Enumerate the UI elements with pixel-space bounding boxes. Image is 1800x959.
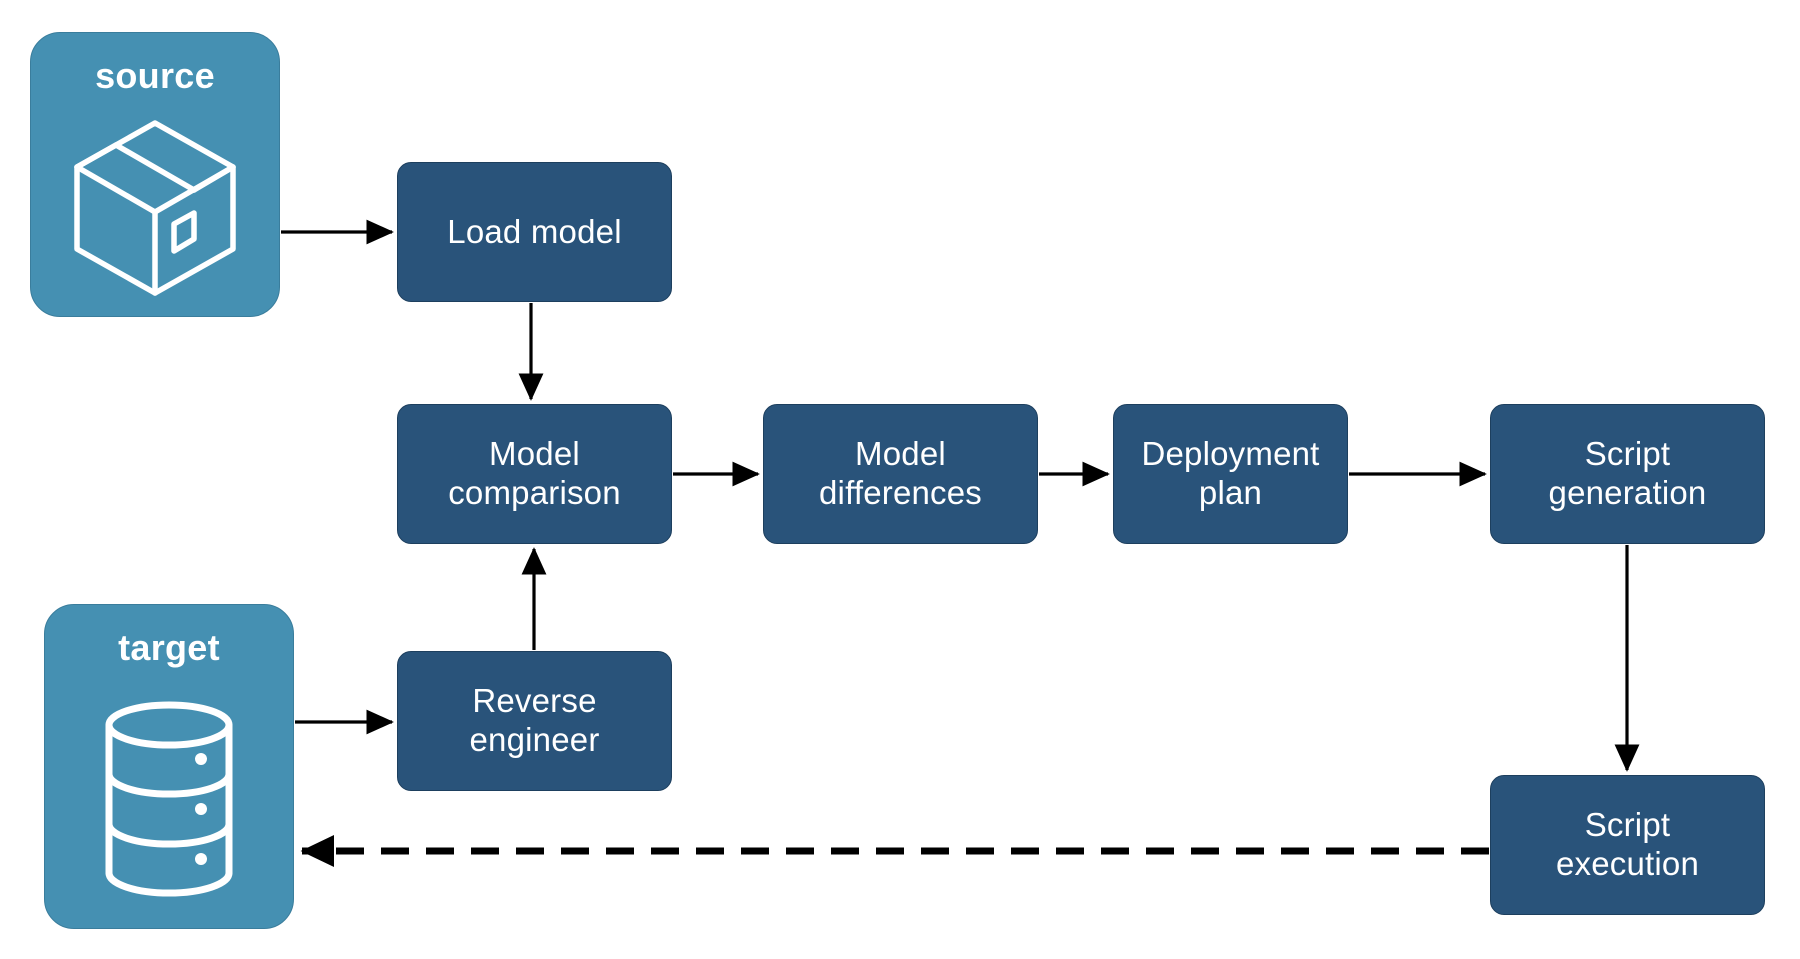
node-load-model-label: Load model: [447, 212, 622, 250]
node-source[interactable]: source: [30, 32, 280, 317]
database-cylinder-icon: [45, 669, 293, 928]
node-script-generation-label: Script generation: [1548, 435, 1707, 511]
node-model-differences[interactable]: Model differences: [763, 404, 1038, 544]
target-label: target: [118, 627, 220, 668]
node-deployment-plan-label: Deployment plan: [1141, 435, 1320, 511]
node-reverse-engineer-label: Reverse engineer: [469, 682, 600, 758]
package-box-icon: [31, 97, 279, 316]
node-script-execution[interactable]: Script execution: [1490, 775, 1765, 915]
node-model-comparison-label: Model comparison: [448, 435, 621, 511]
node-script-generation[interactable]: Script generation: [1490, 404, 1765, 544]
node-reverse-engineer[interactable]: Reverse engineer: [397, 651, 672, 791]
node-script-execution-label: Script execution: [1555, 806, 1700, 882]
node-deployment-plan[interactable]: Deployment plan: [1113, 404, 1348, 544]
source-label: source: [95, 55, 215, 96]
node-target[interactable]: target: [44, 604, 294, 929]
node-model-differences-label: Model differences: [818, 435, 983, 511]
node-model-comparison[interactable]: Model comparison: [397, 404, 672, 544]
node-load-model[interactable]: Load model: [397, 162, 672, 302]
